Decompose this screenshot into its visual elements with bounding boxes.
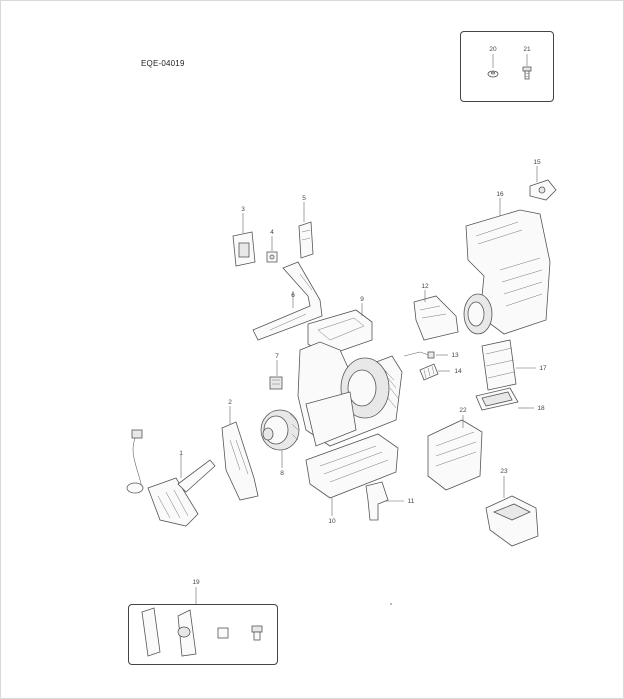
callout-12: 12 (421, 283, 429, 290)
resistor-7 (269, 360, 283, 390)
stray-mark (390, 603, 392, 605)
callout-3: 3 (241, 206, 245, 213)
callout-19: 19 (192, 579, 200, 586)
screw-21 (522, 54, 532, 80)
assembly-19-items (141, 587, 263, 657)
callout-9: 9 (360, 296, 364, 303)
lower-case-10 (305, 433, 399, 516)
diagram-code: EQE-04019 (141, 59, 185, 68)
filter-frame-18 (475, 387, 534, 411)
intake-duct-16 (463, 198, 551, 335)
callout-6: 6 (291, 292, 295, 299)
connector-14 (419, 363, 450, 381)
sensor-13 (403, 351, 448, 359)
blower-housing-9 (297, 303, 403, 447)
callout-11: 11 (408, 498, 415, 505)
bracket-5 (298, 202, 314, 259)
callout-14: 14 (454, 368, 462, 375)
duct-adapter-12 (413, 290, 459, 341)
callout-5: 5 (302, 195, 306, 202)
callout-22: 22 (459, 407, 467, 414)
callout-4: 4 (270, 229, 274, 236)
filter-door-1 (126, 429, 216, 527)
callout-10: 10 (328, 518, 336, 525)
callout-13: 13 (451, 352, 459, 359)
actuator-4 (266, 236, 278, 263)
blower-motor-8 (260, 409, 300, 468)
callout-17: 17 (539, 365, 547, 372)
foam-block-3 (232, 213, 256, 267)
callout-21: 21 (523, 46, 531, 53)
callout-18: 18 (537, 405, 545, 412)
callout-20: 20 (489, 46, 497, 53)
drain-hose-11 (365, 481, 404, 521)
side-panel-2 (221, 406, 259, 501)
filter-17 (481, 339, 536, 391)
callout-8: 8 (280, 470, 284, 477)
callout-7: 7 (275, 353, 279, 360)
washer-20 (487, 54, 499, 78)
assembly-19-inset-box (128, 604, 278, 665)
callout-16: 16 (496, 191, 504, 198)
callout-23: 23 (500, 468, 508, 475)
evaporator-case-23 (485, 476, 539, 547)
fastener-inset-box (460, 31, 554, 102)
actuator-15 (529, 166, 557, 201)
callout-15: 15 (533, 159, 541, 166)
callout-2: 2 (228, 399, 232, 406)
callout-1: 1 (179, 450, 183, 457)
hvac-unit-22 (427, 415, 483, 491)
duct-6 (252, 261, 323, 341)
